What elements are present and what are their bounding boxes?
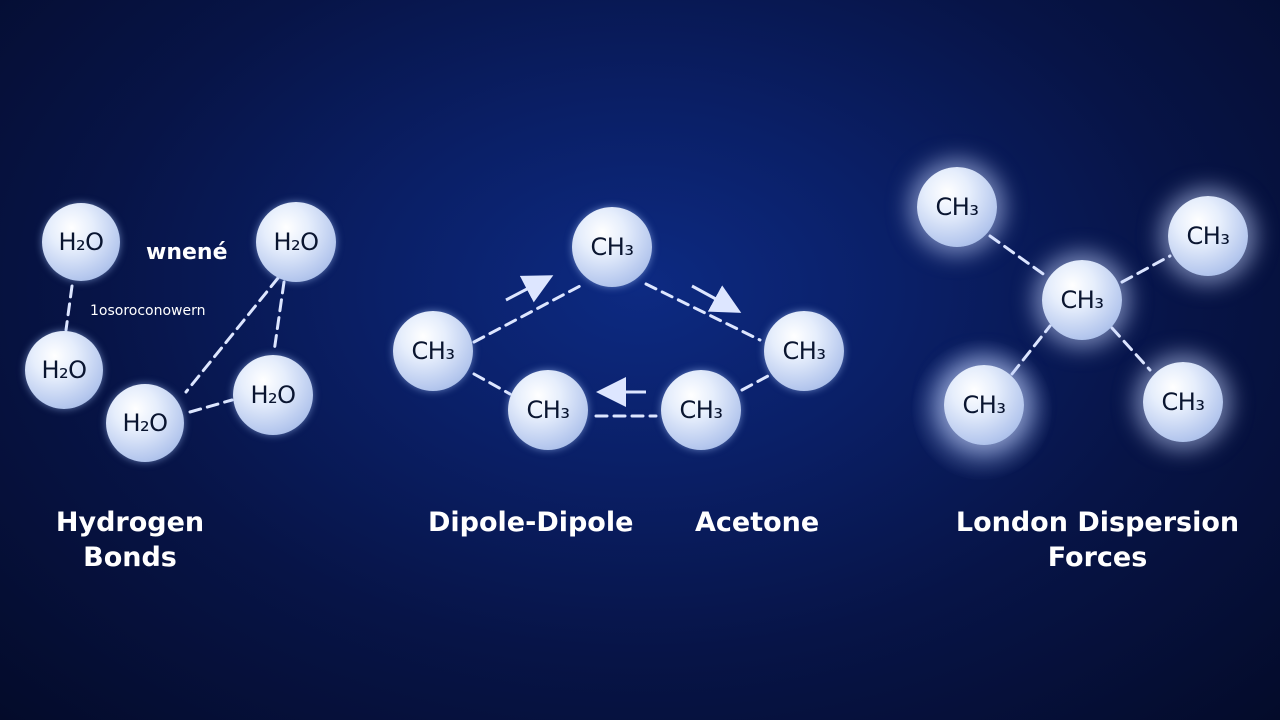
molecule-ch3: CH₃ [508, 370, 588, 450]
label-line: Forces [1047, 542, 1148, 573]
molecule-ch3: CH₃ [917, 167, 997, 247]
molecule-ch3: CH₃ [1042, 260, 1122, 340]
molecule-h2o: H₂O [25, 331, 103, 409]
dipole-line [740, 374, 770, 392]
london-line [1110, 326, 1152, 372]
molecule-ch3: CH₃ [944, 365, 1024, 445]
molecule-ch3: CH₃ [572, 207, 652, 287]
label-line: Bonds [83, 542, 177, 573]
label-line: London Dispersion [955, 507, 1240, 538]
label-line: Hydrogen [55, 507, 205, 538]
label-london-dispersion: London Dispersion Forces [950, 505, 1245, 575]
hbond-line [184, 276, 280, 394]
arrow-down-right [691, 284, 742, 313]
hbond-line [188, 398, 234, 414]
molecule-ch3: CH₃ [1143, 362, 1223, 442]
molecule-ch3: CH₃ [764, 311, 844, 391]
label-dipole-dipole: Dipole-Dipole [428, 507, 634, 538]
scribble-text: 1osoroconowern [90, 303, 206, 319]
molecule-h2o: H₂O [42, 203, 120, 281]
hbond-line [272, 280, 286, 354]
dipole-line [472, 372, 512, 396]
label-acetone: Acetone [695, 507, 820, 538]
scribble-text: wnené [146, 240, 228, 265]
molecule-ch3: CH₃ [393, 311, 473, 391]
molecule-ch3: CH₃ [661, 370, 741, 450]
london-line [1120, 254, 1172, 284]
dipole-line [472, 284, 582, 344]
molecule-h2o: H₂O [106, 384, 184, 462]
molecule-h2o: H₂O [233, 355, 313, 435]
molecule-ch3: CH₃ [1168, 196, 1248, 276]
london-line [988, 234, 1048, 278]
arrow-up-right [505, 275, 554, 303]
hbond-line [64, 284, 74, 332]
dipole-line [644, 282, 762, 342]
label-hydrogen-bonds: Hydrogen Bonds [55, 505, 205, 575]
molecule-h2o: H₂O [256, 202, 336, 282]
